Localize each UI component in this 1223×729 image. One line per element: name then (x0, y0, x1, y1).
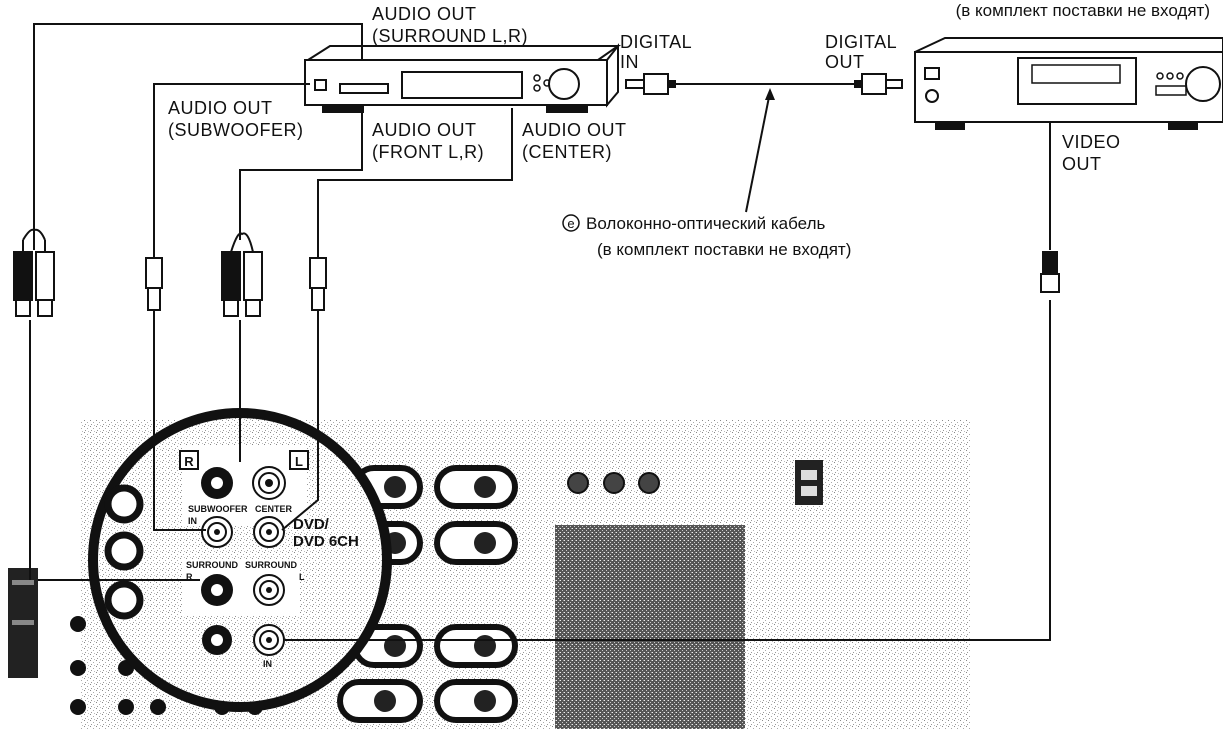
label-front-line2: (FRONT L,R) (372, 142, 484, 162)
label-subwoofer-line1: AUDIO OUT (168, 98, 273, 118)
r-badge-text: R (184, 454, 194, 469)
rca-plug-pair-front (221, 232, 263, 317)
vent-grille (555, 525, 745, 729)
dvd-player-unit (304, 43, 622, 113)
jack-subwoofer (201, 516, 233, 548)
right-channel-badge (179, 450, 199, 470)
deck-knob (1185, 66, 1221, 102)
dvd-volume-knob (548, 68, 580, 100)
surround-r-small: R (186, 572, 193, 582)
label-digital-in-line2: IN (620, 52, 639, 72)
label-video-out-line2: OUT (1062, 154, 1102, 174)
dvd-display (401, 71, 523, 99)
jack-video-in (253, 624, 285, 656)
surround-l-small: L (299, 572, 305, 582)
jack-front-l (252, 466, 286, 500)
left-channel-badge (289, 450, 309, 470)
label-surround-line2: (SURROUND L,R) (372, 26, 528, 46)
in-left-label: IN (188, 516, 197, 526)
jack-surround-l (253, 574, 285, 606)
label-center-line2: (CENTER) (522, 142, 612, 162)
surround-r-label: SURROUND (186, 560, 239, 570)
label-center-line1: AUDIO OUT (522, 120, 627, 140)
top-note: (в комплект поставки не входят) (956, 1, 1210, 20)
callout-cable-name: Волоконно-оптический кабель (586, 214, 825, 233)
rca-plug-center (309, 257, 327, 311)
magnified-jack-view: R L SUBWOOFER CENTER IN DVD/ DVD 6CH SUR… (88, 408, 392, 712)
label-front-line1: AUDIO OUT (372, 120, 477, 140)
label-digital-out-line2: OUT (825, 52, 865, 72)
jack-front-r (201, 467, 233, 499)
rca-plug-pair-surround (13, 228, 55, 317)
surround-l-label: SURROUND (245, 560, 298, 570)
rca-plug-subwoofer (145, 257, 163, 311)
cable-lines (29, 23, 1051, 641)
source-deck-unit (914, 37, 1223, 130)
rca-plug-video (1040, 251, 1060, 293)
label-subwoofer-line2: (SUBWOOFER) (168, 120, 304, 140)
dvd-label-line1: DVD/ (293, 516, 330, 533)
label-surround-line1: AUDIO OUT (372, 4, 477, 24)
l-badge-text: L (295, 454, 303, 469)
callout-cable-note: (в комплект поставки не входят) (597, 240, 851, 259)
subwoofer-jack-label: SUBWOOFER (188, 504, 248, 514)
callout-letter-circle (562, 214, 580, 232)
panel-switch (795, 460, 823, 505)
jack-surround-r (201, 574, 233, 606)
optical-plug-deck (854, 73, 903, 95)
video-in-label: IN (263, 659, 272, 669)
optical-plug-dvd (625, 73, 676, 95)
dvd-label-line2: DVD 6CH (293, 533, 359, 550)
label-digital-out-line1: DIGITAL (825, 32, 897, 52)
label-digital-in-line1: DIGITAL (620, 32, 692, 52)
label-video-out-line1: VIDEO (1062, 132, 1121, 152)
center-jack-label: CENTER (255, 504, 293, 514)
jack-center (253, 516, 285, 548)
jack-bottom-left (202, 625, 232, 655)
callout-letter: e (567, 216, 574, 231)
